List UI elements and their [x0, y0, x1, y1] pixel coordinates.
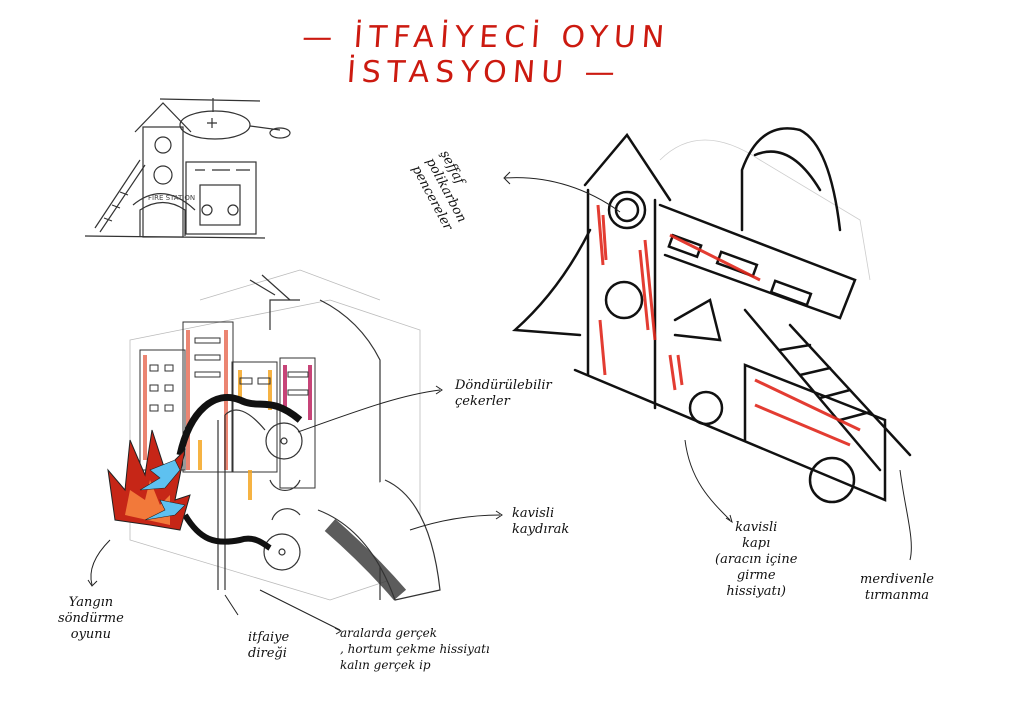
firetruck-tower-sketch	[511, 127, 912, 504]
fire-station-sign: FIRE STATION	[148, 194, 195, 202]
annotation-turning-wheels: Döndürülebilir çekerler	[455, 378, 552, 409]
annotation-ladder-climb: merdivenle tırmanma	[860, 572, 934, 603]
annotation-fire-game: Yangın söndürme oyunu	[58, 595, 124, 642]
annotation-fire-pole: itfaiye direği	[248, 630, 290, 661]
annotation-leader-lines	[87, 171, 912, 635]
annotation-curved-slide: kavisli kaydırak	[512, 506, 570, 537]
building-hose-sketch	[107, 269, 441, 601]
annotation-curved-door: kavisli kapı (aracın içine girme hissiya…	[715, 520, 798, 599]
reference-fire-station-sketch	[84, 98, 291, 239]
annotation-real-hoses: aralarda gerçek , hortum çekme hissiyatı…	[340, 626, 490, 672]
